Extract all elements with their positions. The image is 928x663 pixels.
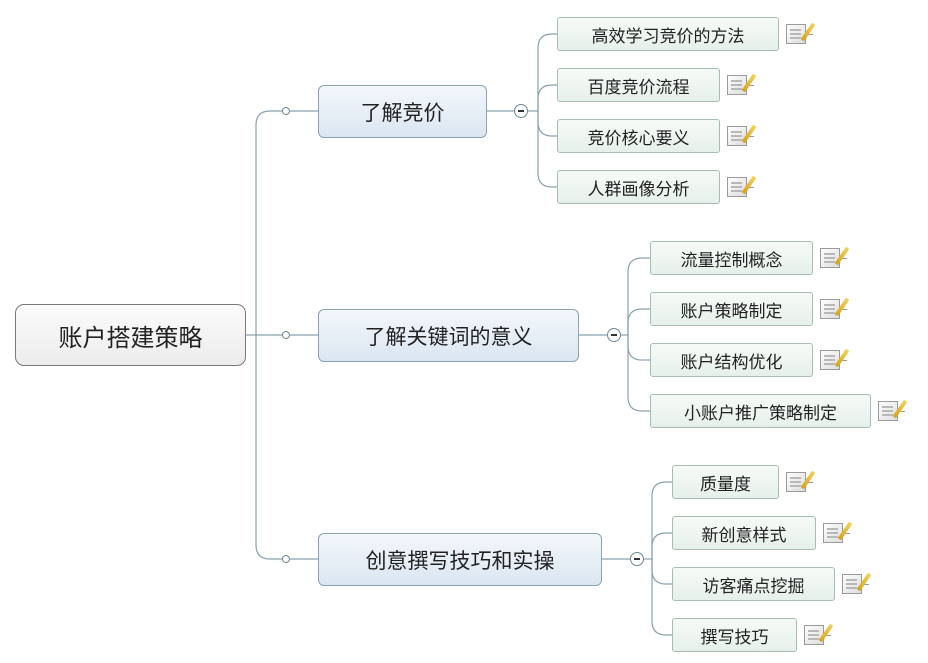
- topic-bidding[interactable]: 了解竞价: [318, 85, 487, 138]
- subtopic-label: 竞价核心要义: [587, 128, 690, 149]
- topic-keywords[interactable]: 了解关键词的意义: [318, 309, 579, 362]
- subtopic-label: 新创意样式: [701, 525, 787, 546]
- connector-joint: [282, 555, 290, 563]
- topic-label: 创意撰写技巧和实操: [365, 548, 555, 573]
- subtopic[interactable]: 百度竞价流程: [557, 68, 720, 102]
- note-icon[interactable]: [727, 126, 754, 146]
- subtopic-label: 账户策略制定: [680, 301, 783, 322]
- subtopic-label: 访客痛点挖掘: [702, 576, 805, 597]
- subtopic-label: 百度竞价流程: [587, 77, 690, 98]
- topic-label: 了解竞价: [360, 100, 445, 125]
- note-icon[interactable]: [820, 299, 847, 319]
- subtopic-label: 高效学习竞价的方法: [591, 26, 745, 47]
- note-icon[interactable]: [786, 472, 813, 492]
- subtopic[interactable]: 新创意样式: [672, 516, 816, 550]
- subtopic[interactable]: 高效学习竞价的方法: [557, 17, 779, 51]
- subtopic-label: 小账户推广策略制定: [684, 403, 837, 424]
- note-icon[interactable]: [727, 177, 754, 197]
- subtopic[interactable]: 人群画像分析: [557, 170, 720, 204]
- note-icon[interactable]: [820, 248, 847, 268]
- subtopic[interactable]: 流量控制概念: [650, 241, 813, 275]
- subtopic[interactable]: 小账户推广策略制定: [650, 394, 871, 428]
- collapse-icon[interactable]: [630, 552, 644, 566]
- note-icon[interactable]: [804, 625, 831, 645]
- subtopic-label: 账户结构优化: [680, 352, 783, 373]
- note-icon[interactable]: [842, 574, 869, 594]
- connector-joint: [282, 107, 290, 115]
- note-icon[interactable]: [823, 523, 850, 543]
- note-icon[interactable]: [727, 75, 754, 95]
- subtopic[interactable]: 访客痛点挖掘: [672, 567, 835, 601]
- subtopic[interactable]: 撰写技巧: [672, 618, 797, 652]
- topic-label: 了解关键词的意义: [364, 324, 533, 349]
- note-icon[interactable]: [878, 401, 905, 421]
- subtopic[interactable]: 竞价核心要义: [557, 119, 720, 153]
- subtopic-label: 流量控制概念: [680, 250, 783, 271]
- connector-joint: [282, 331, 290, 339]
- subtopic-label: 质量度: [700, 474, 751, 495]
- subtopic-label: 撰写技巧: [700, 627, 769, 648]
- subtopic[interactable]: 质量度: [672, 465, 779, 499]
- subtopic[interactable]: 账户策略制定: [650, 292, 813, 326]
- root-topic[interactable]: 账户搭建策略: [15, 304, 246, 366]
- topic-creative-writing[interactable]: 创意撰写技巧和实操: [318, 533, 602, 586]
- subtopic[interactable]: 账户结构优化: [650, 343, 813, 377]
- collapse-icon[interactable]: [607, 328, 621, 342]
- note-icon[interactable]: [820, 350, 847, 370]
- note-icon[interactable]: [786, 24, 813, 44]
- collapse-icon[interactable]: [514, 104, 528, 118]
- root-topic-label: 账户搭建策略: [58, 323, 203, 352]
- subtopic-label: 人群画像分析: [587, 179, 690, 200]
